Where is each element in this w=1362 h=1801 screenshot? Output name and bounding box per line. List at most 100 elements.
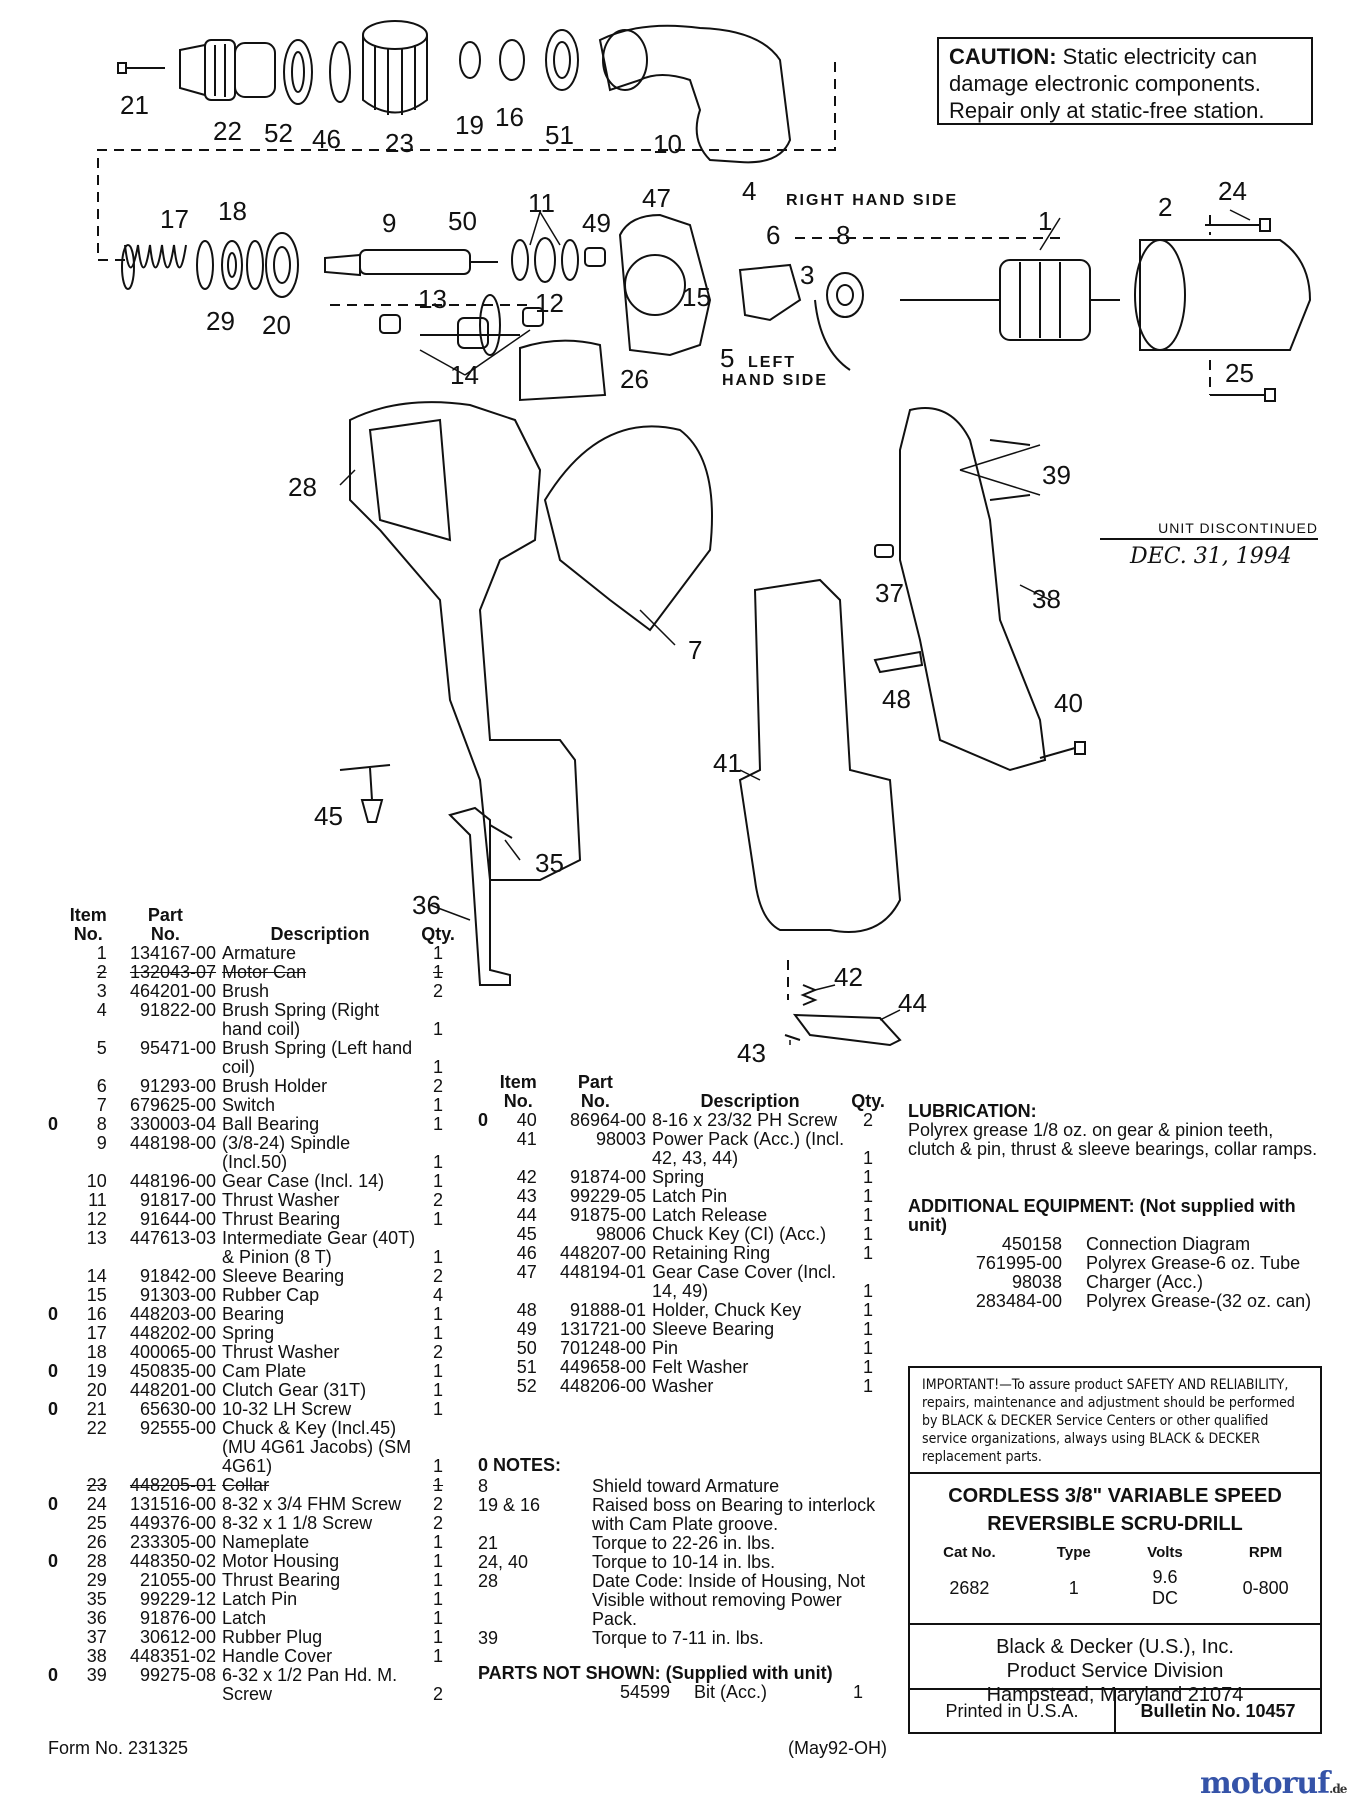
spec-header-volts: Volts (1147, 1544, 1183, 1561)
item-mark (48, 1134, 70, 1172)
callout-16: 16 (495, 102, 524, 132)
part-number: 91874-00 (569, 1167, 647, 1187)
item-qty: 1 (433, 1627, 444, 1647)
item-mark: 0 (48, 1304, 59, 1324)
item-description: Gear Case Cover (Incl. 14, 49) (652, 1262, 837, 1301)
item-mark: 0 (48, 1551, 59, 1571)
left-hand-side-label-1: LEFT (748, 354, 796, 371)
callout-14: 14 (450, 360, 479, 390)
handle-cover-38 (899, 407, 1047, 772)
item-description: 10-32 LH Screw (222, 1399, 352, 1419)
item-qty: 1 (863, 1357, 874, 1377)
item-number: 51 (516, 1357, 537, 1377)
spec-type: 1 (1068, 1577, 1079, 1598)
item-description: Spring (652, 1167, 705, 1187)
item-mark (478, 1187, 500, 1206)
spec-rpm: 0-800 (1242, 1577, 1289, 1598)
part-number: 448351-02 (129, 1646, 217, 1666)
item-description: Intermediate Gear (40T) & Pinion (8 T) (222, 1228, 416, 1267)
item-mark: 0 (48, 1665, 59, 1685)
screw-24 (1205, 218, 1271, 232)
note-key: 28 (478, 1571, 499, 1591)
note-text: Shield toward Armature (592, 1476, 780, 1496)
additional-description: Connection Diagram (1086, 1234, 1251, 1254)
item-qty: 1 (863, 1224, 874, 1244)
parts-not-shown-desc: Bit (Acc.) (694, 1682, 768, 1702)
item-mark (478, 1244, 500, 1263)
callout-39: 39 (1042, 460, 1071, 490)
item-number: 43 (516, 1186, 537, 1206)
screw-21 (117, 62, 165, 74)
item-number: 12 (86, 1209, 107, 1229)
callout-38: 38 (1032, 584, 1061, 614)
washer-52 (283, 39, 313, 105)
armature-1 (900, 259, 1120, 341)
item-number: 40 (516, 1110, 537, 1130)
nameplate-26 (519, 339, 607, 402)
item-number: 17 (86, 1323, 107, 1343)
part-number: 91875-00 (569, 1205, 647, 1225)
item-mark (48, 1286, 70, 1305)
item-qty: 1 (433, 1057, 444, 1077)
header-description: Description (700, 1091, 800, 1111)
item-description: Cam Plate (222, 1361, 307, 1381)
spring-42 (800, 984, 818, 1006)
item-qty: 1 (863, 1300, 874, 1320)
latch-pin-35 (489, 824, 513, 839)
item-mark (48, 1571, 70, 1590)
callout-43: 43 (737, 1038, 766, 1068)
important-text: IMPORTANT!—To assure product SAFETY AND … (910, 1368, 1320, 1474)
discontinued-date: DEC. 31, 1994 (1130, 544, 1292, 569)
part-number: 91822-00 (139, 1000, 217, 1020)
item-description: Thrust Bearing (222, 1209, 341, 1229)
callout-26: 26 (620, 364, 649, 394)
item-description: Gear Case (Incl. 14) (222, 1171, 385, 1191)
callout-42: 42 (834, 962, 863, 992)
gear-case-cover-47 (618, 213, 712, 357)
header-qty: Qty. (851, 1091, 885, 1111)
item-number: 19 (86, 1361, 107, 1381)
item-description: (3/8-24) Spindle (Incl.50) (222, 1133, 351, 1172)
item-qty: 2 (433, 981, 444, 1001)
item-number: 24 (86, 1494, 107, 1514)
item-description: Chuck & Key (Incl.45) (MU 4G61 Jacobs) (… (222, 1418, 412, 1476)
item-qty: 1 (433, 1532, 444, 1552)
rubber-plug-37 (874, 544, 894, 558)
item-number: 23 (86, 1475, 107, 1495)
part-number: 448201-00 (129, 1380, 217, 1400)
item-number: 16 (86, 1304, 107, 1324)
spring-17 (124, 244, 187, 269)
item-description: Latch Release (652, 1205, 768, 1225)
item-description: Latch Pin (222, 1589, 298, 1609)
item-qty: 1 (433, 1608, 444, 1628)
header-item: Item (69, 905, 107, 925)
item-number: 14 (86, 1266, 107, 1286)
sleeve-bearing-49 (584, 247, 606, 267)
item-number: 9 (96, 1133, 107, 1153)
part-number: 132043-07 (129, 962, 217, 982)
parts-not-shown: PARTS NOT SHOWN: (Supplied with unit) 54… (478, 1664, 878, 1702)
item-description: Thrust Washer (222, 1190, 340, 1210)
item-qty: 1 (863, 1186, 874, 1206)
item-description: 8-16 x 23/32 PH Screw (652, 1110, 838, 1130)
part-number: 330003-04 (129, 1114, 217, 1134)
item-description: Brush Holder (222, 1076, 328, 1096)
item-number: 6 (96, 1076, 107, 1096)
callout-45: 45 (314, 801, 343, 831)
item-qty: 1 (433, 1475, 444, 1495)
header-part-no: No. (150, 924, 180, 944)
callout-51: 51 (545, 120, 574, 150)
callout-4: 4 (742, 176, 757, 206)
item-description: Latch Pin (652, 1186, 728, 1206)
